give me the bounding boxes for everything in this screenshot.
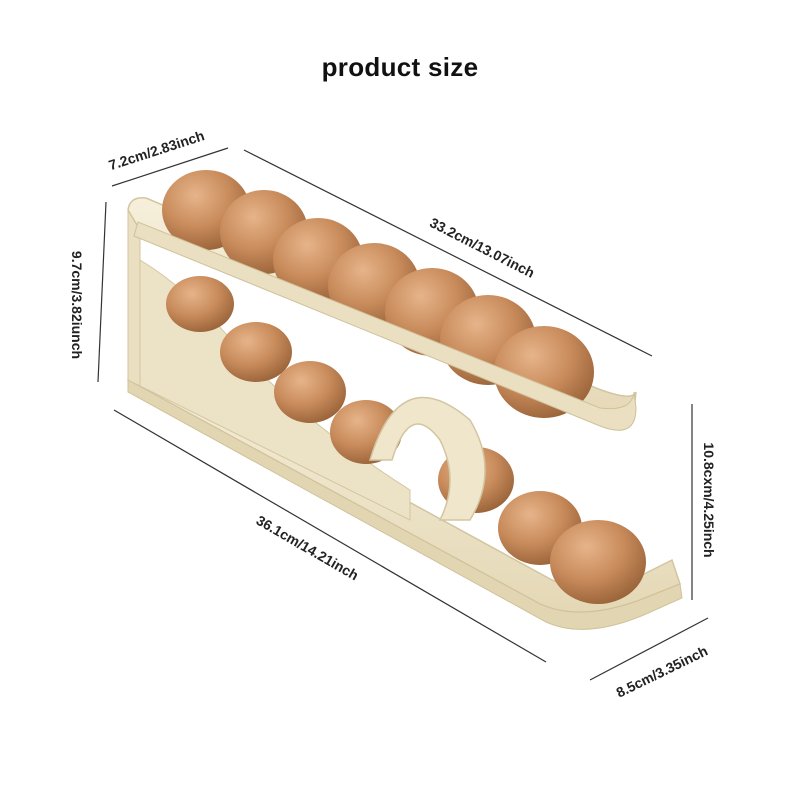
bottom-length-line bbox=[113, 409, 547, 663]
right-height-label: 10.8cxm/4.25inch bbox=[701, 442, 717, 557]
left-height-line bbox=[97, 201, 107, 383]
page-title: product size bbox=[321, 52, 479, 82]
top-depth-line bbox=[111, 147, 229, 187]
upper-tray-lip bbox=[133, 221, 637, 431]
base-depth-line bbox=[589, 617, 709, 681]
dimension-lines bbox=[97, 147, 709, 681]
top-length-line bbox=[243, 149, 653, 357]
egg bbox=[220, 322, 292, 382]
base-front bbox=[127, 379, 683, 630]
base-depth-label: 8.5cm/3.35inch bbox=[614, 642, 711, 700]
egg bbox=[274, 361, 346, 423]
curved-ramp bbox=[368, 396, 486, 521]
egg bbox=[166, 276, 234, 332]
top-depth-label: 7.2cm/2.83inch bbox=[107, 127, 207, 173]
egg bbox=[550, 520, 646, 604]
left-height-label: 9.7cm/3.82iunch bbox=[69, 251, 85, 359]
